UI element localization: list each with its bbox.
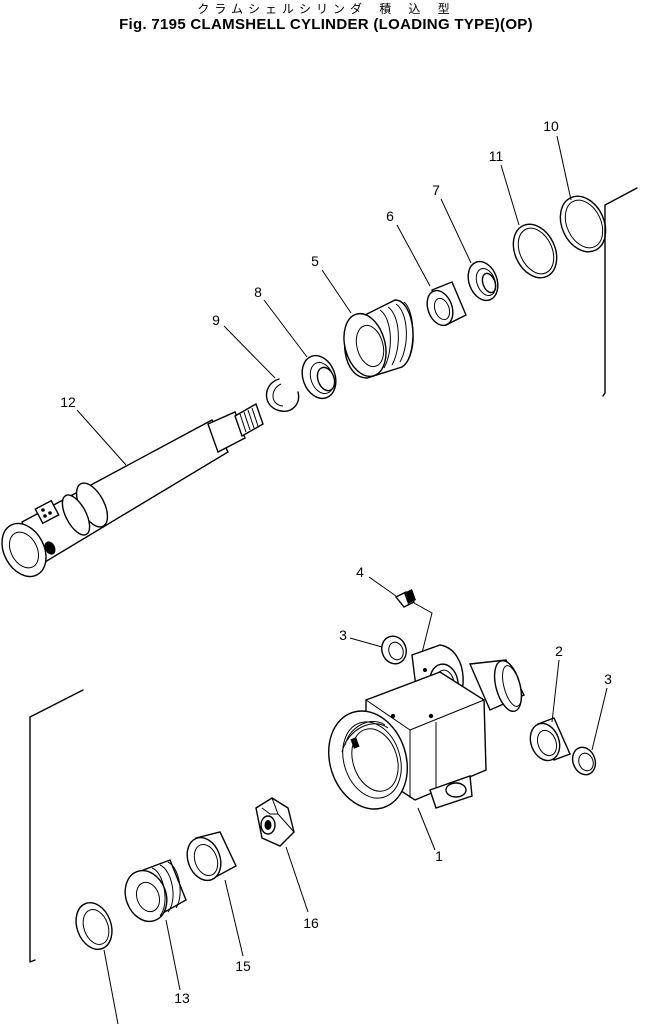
nut-part-16 — [255, 797, 295, 847]
callout-13: 13 — [174, 990, 190, 1006]
callout-16: 16 — [303, 915, 319, 931]
callout-11: 11 — [489, 148, 504, 164]
callout-4: 4 — [356, 564, 364, 580]
seal-part-3-right — [571, 746, 597, 776]
bushing-part-6 — [426, 281, 467, 327]
seal-part-7 — [467, 260, 499, 302]
callout-12: 12 — [60, 394, 76, 410]
gland-part-5 — [343, 299, 414, 379]
snap-ring-part-9 — [265, 378, 300, 412]
callout-1: 1 — [435, 848, 443, 864]
leader-lines — [76, 135, 608, 1024]
wear-ring-part-15 — [186, 831, 237, 882]
group-bracket-bottom — [29, 689, 84, 963]
callout-7: 7 — [432, 182, 440, 198]
piston-part-13 — [124, 859, 187, 923]
callout-2: 2 — [555, 643, 563, 659]
title-japanese: クラムシェルシリンダ 積 込 型 — [197, 2, 455, 16]
seal-part-8 — [301, 354, 337, 400]
callout-15: 15 — [235, 958, 251, 974]
callout-numbers: 1 2 3 3 4 5 6 7 8 9 10 11 12 13 15 16 — [60, 118, 612, 1006]
ring-unlabeled — [75, 902, 113, 950]
seal-part-3-left — [381, 635, 407, 665]
callout-6: 6 — [386, 208, 394, 224]
callout-5: 5 — [311, 253, 319, 269]
figure-title: Fig. 7195 CLAMSHELL CYLINDER (LOADING TY… — [119, 16, 533, 33]
bushing-part-2 — [529, 717, 571, 762]
callout-3-left: 3 — [339, 627, 347, 643]
group-bracket-top — [602, 187, 638, 397]
callout-8: 8 — [254, 284, 262, 300]
piston-rod-part-12 — [1, 402, 264, 578]
callout-3-right: 3 — [604, 671, 612, 687]
cylinder-body-part-1 — [327, 644, 525, 810]
callout-9: 9 — [212, 312, 220, 328]
callout-10: 10 — [543, 118, 559, 134]
ring-part-11 — [512, 223, 558, 279]
